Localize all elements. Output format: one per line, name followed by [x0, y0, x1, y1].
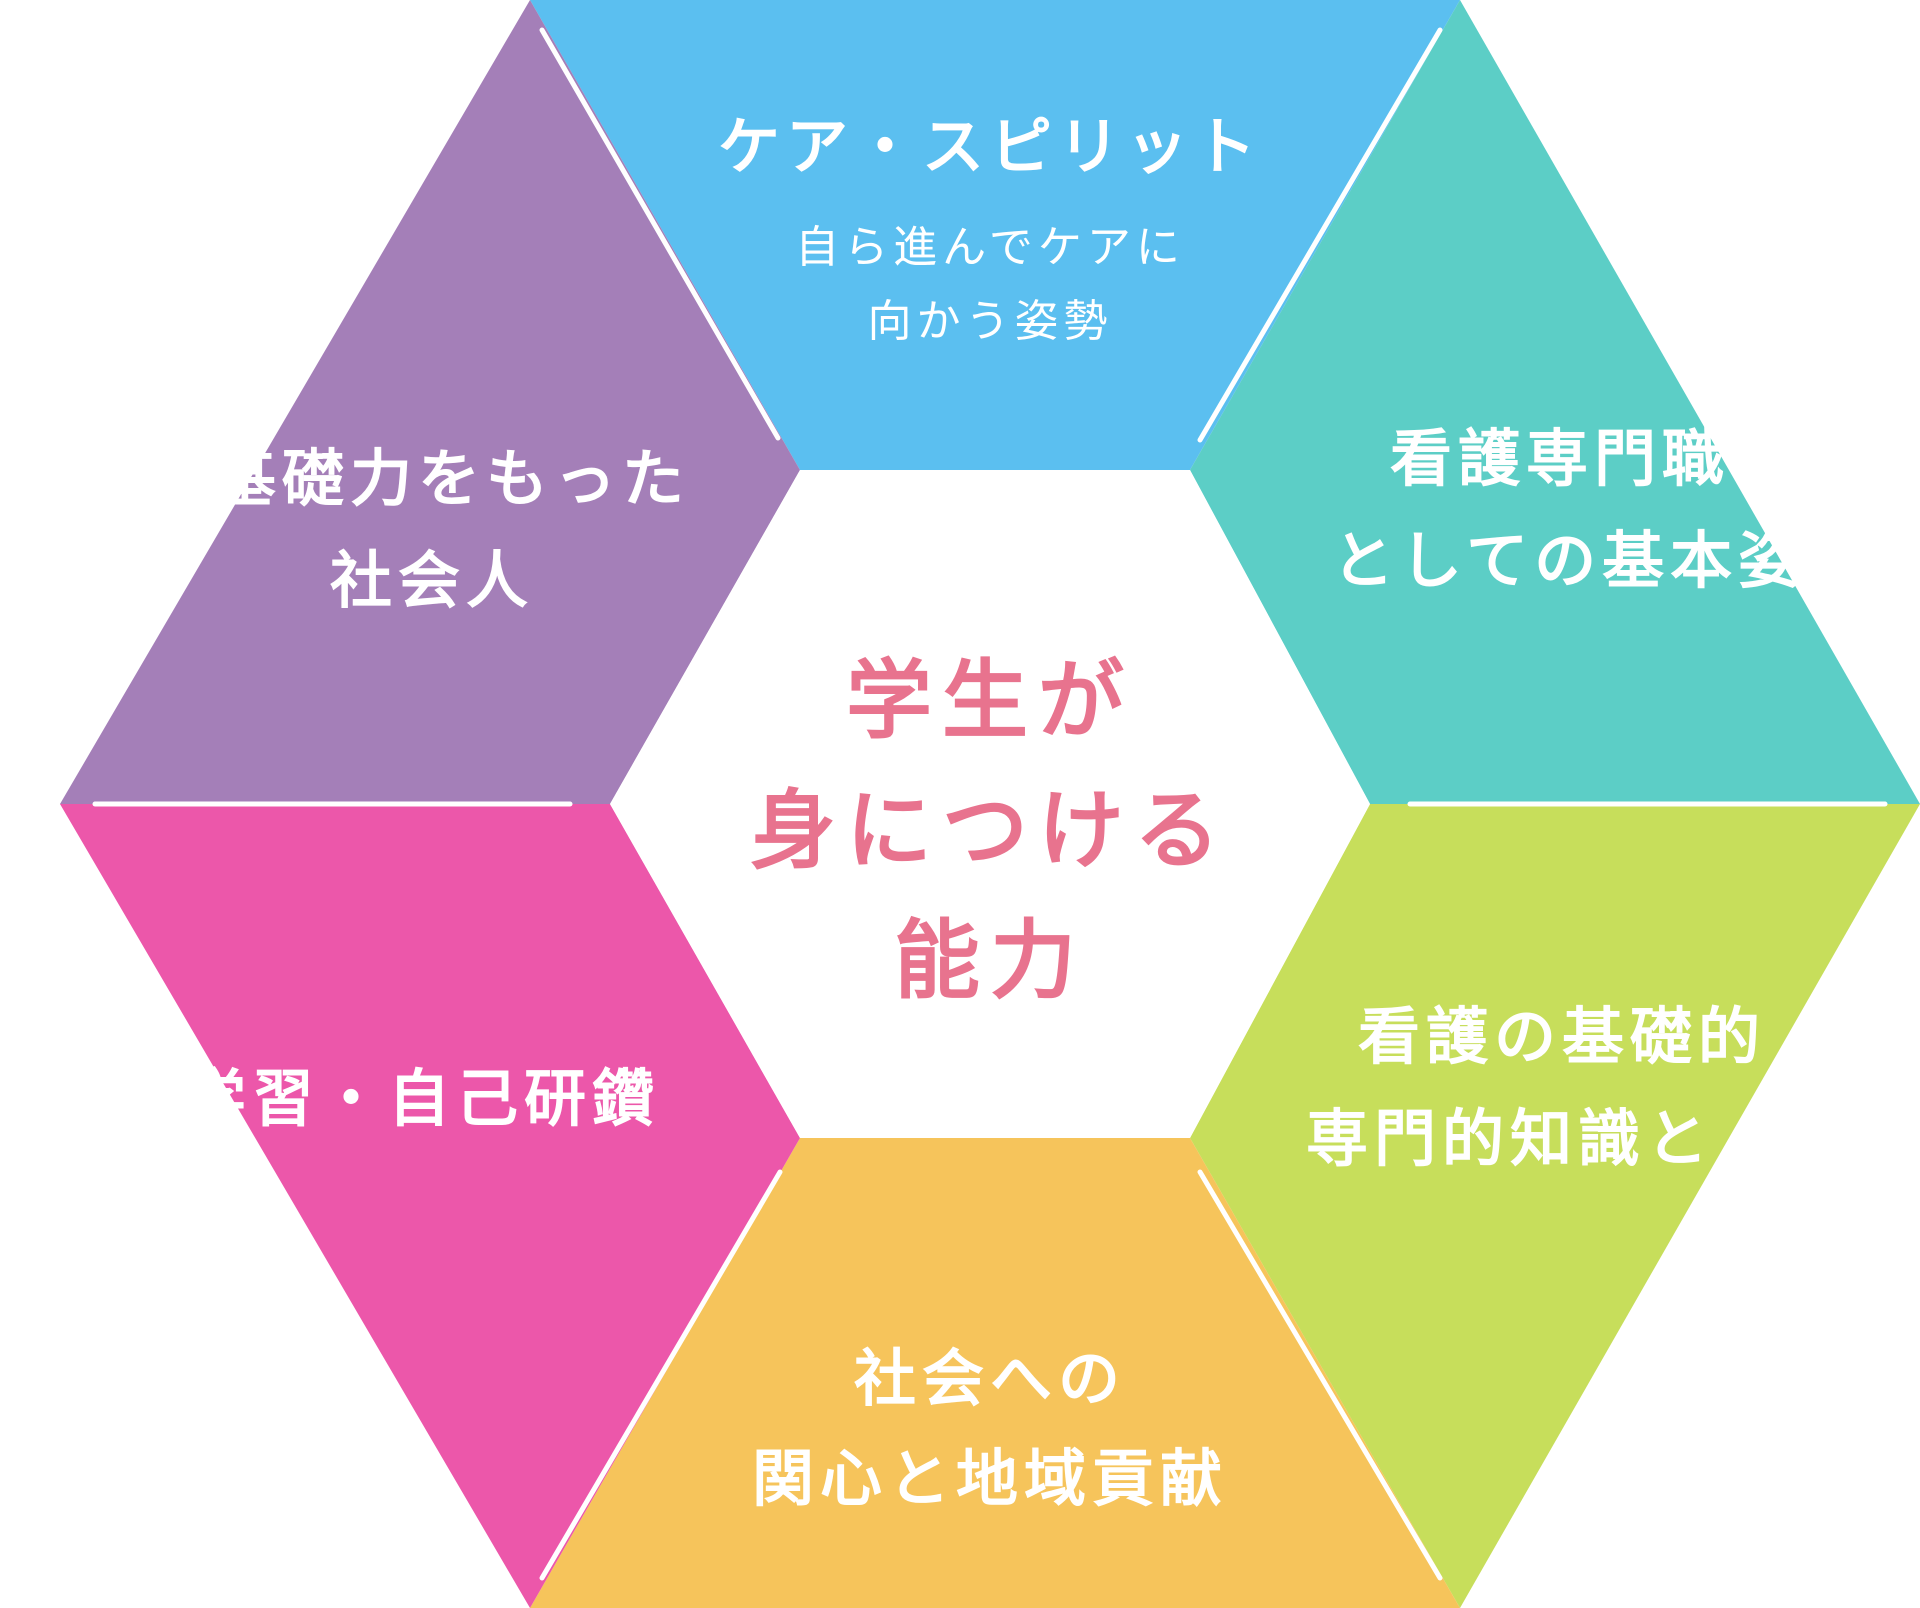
center-line3: 能力 — [894, 911, 1086, 1011]
center-line2: 身につける — [750, 781, 1230, 881]
segment-top-right — [1190, 0, 1920, 804]
top-segment-sub-line2: 向かう姿勢 — [868, 296, 1113, 347]
bottom-left-segment-line1: 学習・自己研鑽 — [184, 1062, 660, 1135]
top-segment-sub-line1: 自ら進んでケアに — [795, 222, 1185, 273]
segment-top — [530, 0, 1460, 470]
segment-bottom-left — [60, 804, 800, 1608]
divider-top-right — [1197, 27, 1443, 443]
bottom-right-segment-line1: 看護の基礎的 — [1358, 1000, 1766, 1073]
bottom-right-segment-line2: 専門的知識と — [1306, 1102, 1714, 1175]
segment-bottom-right — [1190, 804, 1920, 1608]
top-right-segment-line1: 看護専門職 — [1390, 422, 1730, 495]
segment-top-left — [60, 0, 800, 804]
center-hexagon — [610, 470, 1370, 1138]
top-left-segment-line1: 基礎力をもった — [214, 442, 690, 515]
center-line1: 学生が — [846, 651, 1134, 751]
bottom-segment-line2: 関心と地域貢献 — [752, 1442, 1228, 1515]
divider-top-left — [539, 27, 781, 441]
top-segment-title: ケア・スピリット — [718, 110, 1262, 183]
top-left-segment-line2: 社会人 — [330, 544, 534, 617]
bottom-segment-line1: 社会への — [854, 1342, 1126, 1415]
top-right-segment-line2: としての基本姿 — [1332, 524, 1806, 597]
segment-bottom — [530, 1138, 1460, 1608]
divider-bottom-right — [1197, 1169, 1443, 1581]
divider-bottom-left — [539, 1169, 783, 1581]
